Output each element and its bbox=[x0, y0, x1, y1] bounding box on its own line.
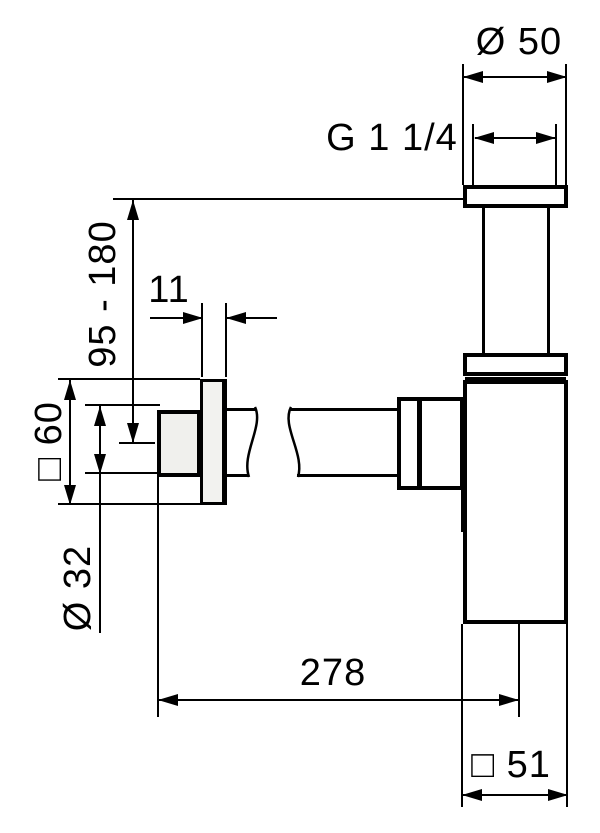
dim-51-ext-left bbox=[461, 624, 463, 807]
dim-278-ext-right bbox=[518, 624, 520, 717]
dim-51-arrow-right bbox=[548, 789, 568, 801]
dim-11-leader-right bbox=[225, 317, 277, 319]
outlet-diameter-label: Ø 50 bbox=[475, 21, 563, 63]
dim-60-tick-bottom bbox=[58, 503, 227, 505]
dim-278-line bbox=[158, 699, 519, 701]
projection-length-label: 278 bbox=[299, 652, 367, 694]
dim-50-arrow-left bbox=[463, 71, 483, 83]
dim-32-arrow-up bbox=[94, 406, 106, 426]
flange-joint-line bbox=[465, 377, 566, 380]
top-flange bbox=[463, 185, 568, 208]
dim-278-arrow-left bbox=[158, 694, 178, 706]
dim-thread-ext-right bbox=[555, 124, 557, 185]
escutcheon-thickness-label: 11 bbox=[148, 269, 190, 311]
dim-thread-arrow-right bbox=[536, 132, 556, 144]
dim-60-arrow-up bbox=[64, 380, 76, 400]
wall-distance-label: 95 - 180 bbox=[82, 220, 124, 368]
wall-escutcheon bbox=[200, 379, 227, 505]
dim-60-line bbox=[69, 380, 71, 505]
dim-11-ext-left bbox=[201, 303, 203, 377]
dim-32-tick-bottom bbox=[85, 472, 157, 474]
body-edge-detail bbox=[461, 490, 466, 532]
pipe-break-symbol bbox=[246, 406, 301, 478]
inlet-riser-pipe bbox=[482, 208, 550, 353]
pipe-bottom-line-right bbox=[297, 474, 398, 477]
pipe-diameter-label: Ø 32 bbox=[57, 544, 99, 632]
dim-50-ext-right bbox=[565, 64, 567, 185]
dim-32-arrow-down bbox=[94, 454, 106, 474]
dim-51-ext-right bbox=[566, 624, 568, 807]
dim-95-180-arrow-down bbox=[127, 423, 139, 443]
dim-11-ext-right bbox=[225, 303, 227, 377]
pipe-bottom-line-left bbox=[227, 474, 249, 477]
thread-size-label: G 1 1/4 bbox=[326, 117, 458, 159]
dim-95-180-tick bbox=[119, 442, 155, 444]
dim-thread-line bbox=[475, 137, 556, 139]
dim-11-leader-left bbox=[150, 317, 203, 319]
pipe-top-line-left bbox=[227, 408, 256, 411]
dim-51-line bbox=[462, 794, 568, 796]
dim-32-tick-top bbox=[85, 404, 160, 406]
dim-60-arrow-down bbox=[64, 485, 76, 505]
dim-95-180-arrow-up bbox=[127, 200, 139, 220]
dim-278-ext-left bbox=[157, 477, 159, 717]
compression-nut bbox=[397, 397, 464, 490]
dim-95-180-line bbox=[132, 200, 134, 443]
dim-thread-arrow-left bbox=[474, 132, 494, 144]
compression-nut-divider bbox=[417, 397, 422, 490]
dim-50-ext-left bbox=[462, 64, 464, 185]
lower-flange bbox=[463, 353, 568, 376]
dim-thread-ext-left bbox=[472, 124, 474, 185]
dim-60-tick-top bbox=[58, 378, 200, 380]
height-reference-line bbox=[113, 198, 463, 200]
dim-50-line bbox=[464, 76, 566, 78]
body-width-label: □ 51 bbox=[471, 744, 551, 786]
dim-50-arrow-right bbox=[547, 71, 567, 83]
wall-inlet-square bbox=[157, 410, 201, 477]
dim-51-arrow-left bbox=[462, 789, 482, 801]
dim-278-arrow-right bbox=[499, 694, 519, 706]
dim-11-arrow-right bbox=[226, 312, 246, 324]
trap-body bbox=[463, 380, 568, 624]
dim-11-arrow-left bbox=[183, 312, 203, 324]
escutcheon-size-label: □ 60 bbox=[28, 401, 70, 481]
dim-32-line bbox=[99, 406, 101, 633]
pipe-top-line-right bbox=[290, 408, 398, 411]
